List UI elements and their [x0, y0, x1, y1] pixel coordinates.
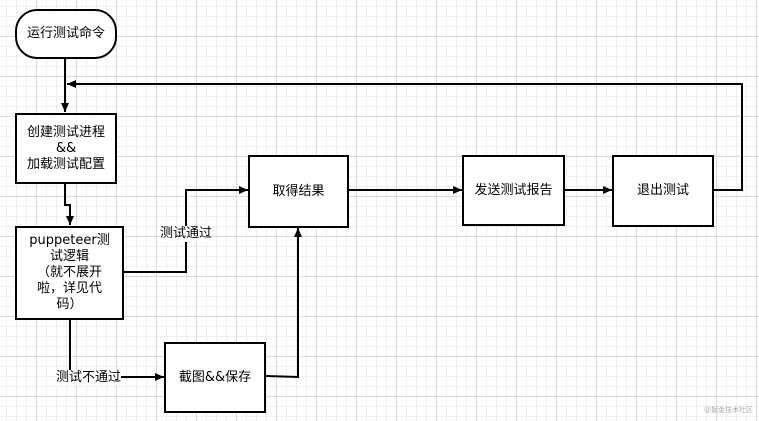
node-create-process: 创建测试进程 && 加载测试配置 [15, 113, 117, 184]
edge-logic-to-screenshot [69, 320, 164, 381]
edge-screenshot-to-result [265, 228, 302, 379]
node-screenshot-save-label: 截图&&保存 [178, 369, 252, 385]
node-send-report-label: 发送测试报告 [474, 182, 553, 198]
node-send-report: 发送测试报告 [462, 155, 565, 226]
edge-create-to-logic [64, 184, 74, 225]
node-exit-test-label: 退出测试 [636, 183, 689, 198]
edge-exit-to-create [67, 80, 743, 191]
node-start: 运行测试命令 [15, 9, 117, 59]
watermark: @掘金技术社区 [704, 406, 753, 414]
node-start-label: 运行测试命令 [26, 26, 105, 41]
edge-label-pass: 测试通过 [160, 226, 213, 242]
edge-label-fail: 测试不通过 [56, 370, 122, 386]
node-puppeteer-logic-label: puppeteer测 试逻辑 （就不展开 啦，详见代 码） [29, 233, 110, 312]
node-get-result: 取得结果 [248, 155, 349, 228]
node-screenshot-save: 截图&&保存 [164, 342, 266, 413]
node-exit-test: 退出测试 [612, 155, 714, 227]
node-get-result-label: 取得结果 [272, 183, 325, 199]
node-puppeteer-logic: puppeteer测 试逻辑 （就不展开 啦，详见代 码） [15, 226, 124, 320]
node-create-process-label: 创建测试进程 && 加载测试配置 [26, 124, 105, 172]
